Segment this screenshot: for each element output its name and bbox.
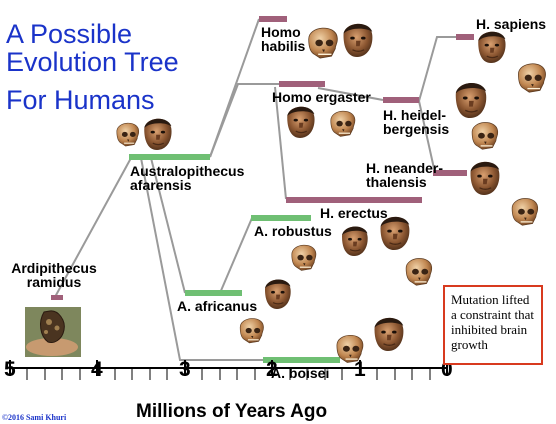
afarensis-images [117, 119, 172, 150]
label-afarensis: Australopithecus afarensis [130, 164, 244, 192]
skull-icon [512, 198, 538, 225]
bar-ramidus [51, 295, 63, 300]
bar-africanus [185, 290, 242, 296]
skull-icon [292, 245, 316, 270]
skull-icon [472, 122, 498, 149]
bar-ergaster [279, 81, 325, 87]
axis-tick-5: 5 [4, 359, 16, 380]
label-habilis: Homo habilis [261, 25, 305, 53]
face-icon [344, 24, 373, 57]
label-heidelbergensis: H. heidel- bergensis [383, 108, 449, 136]
axis-tick-1: 1 [354, 359, 366, 380]
skull-icon [240, 319, 263, 343]
face-icon [265, 280, 291, 309]
skull-icon [406, 258, 432, 285]
branch-heidel-sapiens [419, 37, 458, 101]
skull-icon [117, 123, 139, 146]
face-icon [342, 227, 368, 256]
neanderthalensis-images [471, 162, 538, 225]
skull-icon [518, 64, 545, 92]
skull-icon [309, 28, 338, 58]
face-icon [478, 32, 505, 63]
branch-afarensis-ergaster [210, 84, 279, 157]
axis-tick-2: 2 [266, 359, 278, 380]
boisei-images [337, 318, 403, 363]
habilis-images [309, 24, 373, 58]
label-ergaster: Homo ergaster [272, 90, 371, 104]
skull-icon [331, 111, 355, 136]
face-icon [287, 107, 314, 138]
axis-tick-4: 4 [91, 359, 103, 380]
bar-afarensis [129, 154, 210, 160]
label-africanus: A. africanus [177, 299, 257, 313]
copyright-credit: ©2016 Sami Khuri [2, 413, 66, 422]
bar-sapiens [456, 34, 474, 40]
label-erectus: H. erectus [320, 206, 388, 220]
bar-robustus [251, 215, 311, 221]
axis-title: Millions of Years Ago [136, 401, 327, 423]
face-icon [456, 83, 487, 118]
label-ramidus: Ardipithecus ramidus [8, 261, 100, 289]
axis-tick-3: 3 [179, 359, 191, 380]
bar-heidelbergensis [383, 97, 419, 103]
label-robustus: A. robustus [254, 224, 332, 238]
ergaster-images [287, 107, 355, 138]
erectus-images [342, 217, 409, 256]
face-icon [381, 217, 410, 250]
bar-erectus [286, 197, 422, 203]
time-axis [10, 360, 447, 380]
sapiens-images [478, 32, 545, 92]
label-sapiens: H. sapiens [476, 17, 546, 31]
fossil-photo [25, 307, 81, 357]
label-boisei: A. boisei [271, 366, 329, 380]
face-icon [375, 318, 404, 351]
heidelbergensis-images [456, 83, 498, 149]
branch-africanus-robustus [220, 218, 252, 293]
face-icon [144, 119, 171, 150]
mutation-note: Mutation lifted a constraint that inhibi… [443, 285, 543, 365]
face-icon [471, 162, 500, 195]
label-neanderthalensis: H. neander- thalensis [366, 161, 443, 189]
bar-habilis [259, 16, 287, 22]
